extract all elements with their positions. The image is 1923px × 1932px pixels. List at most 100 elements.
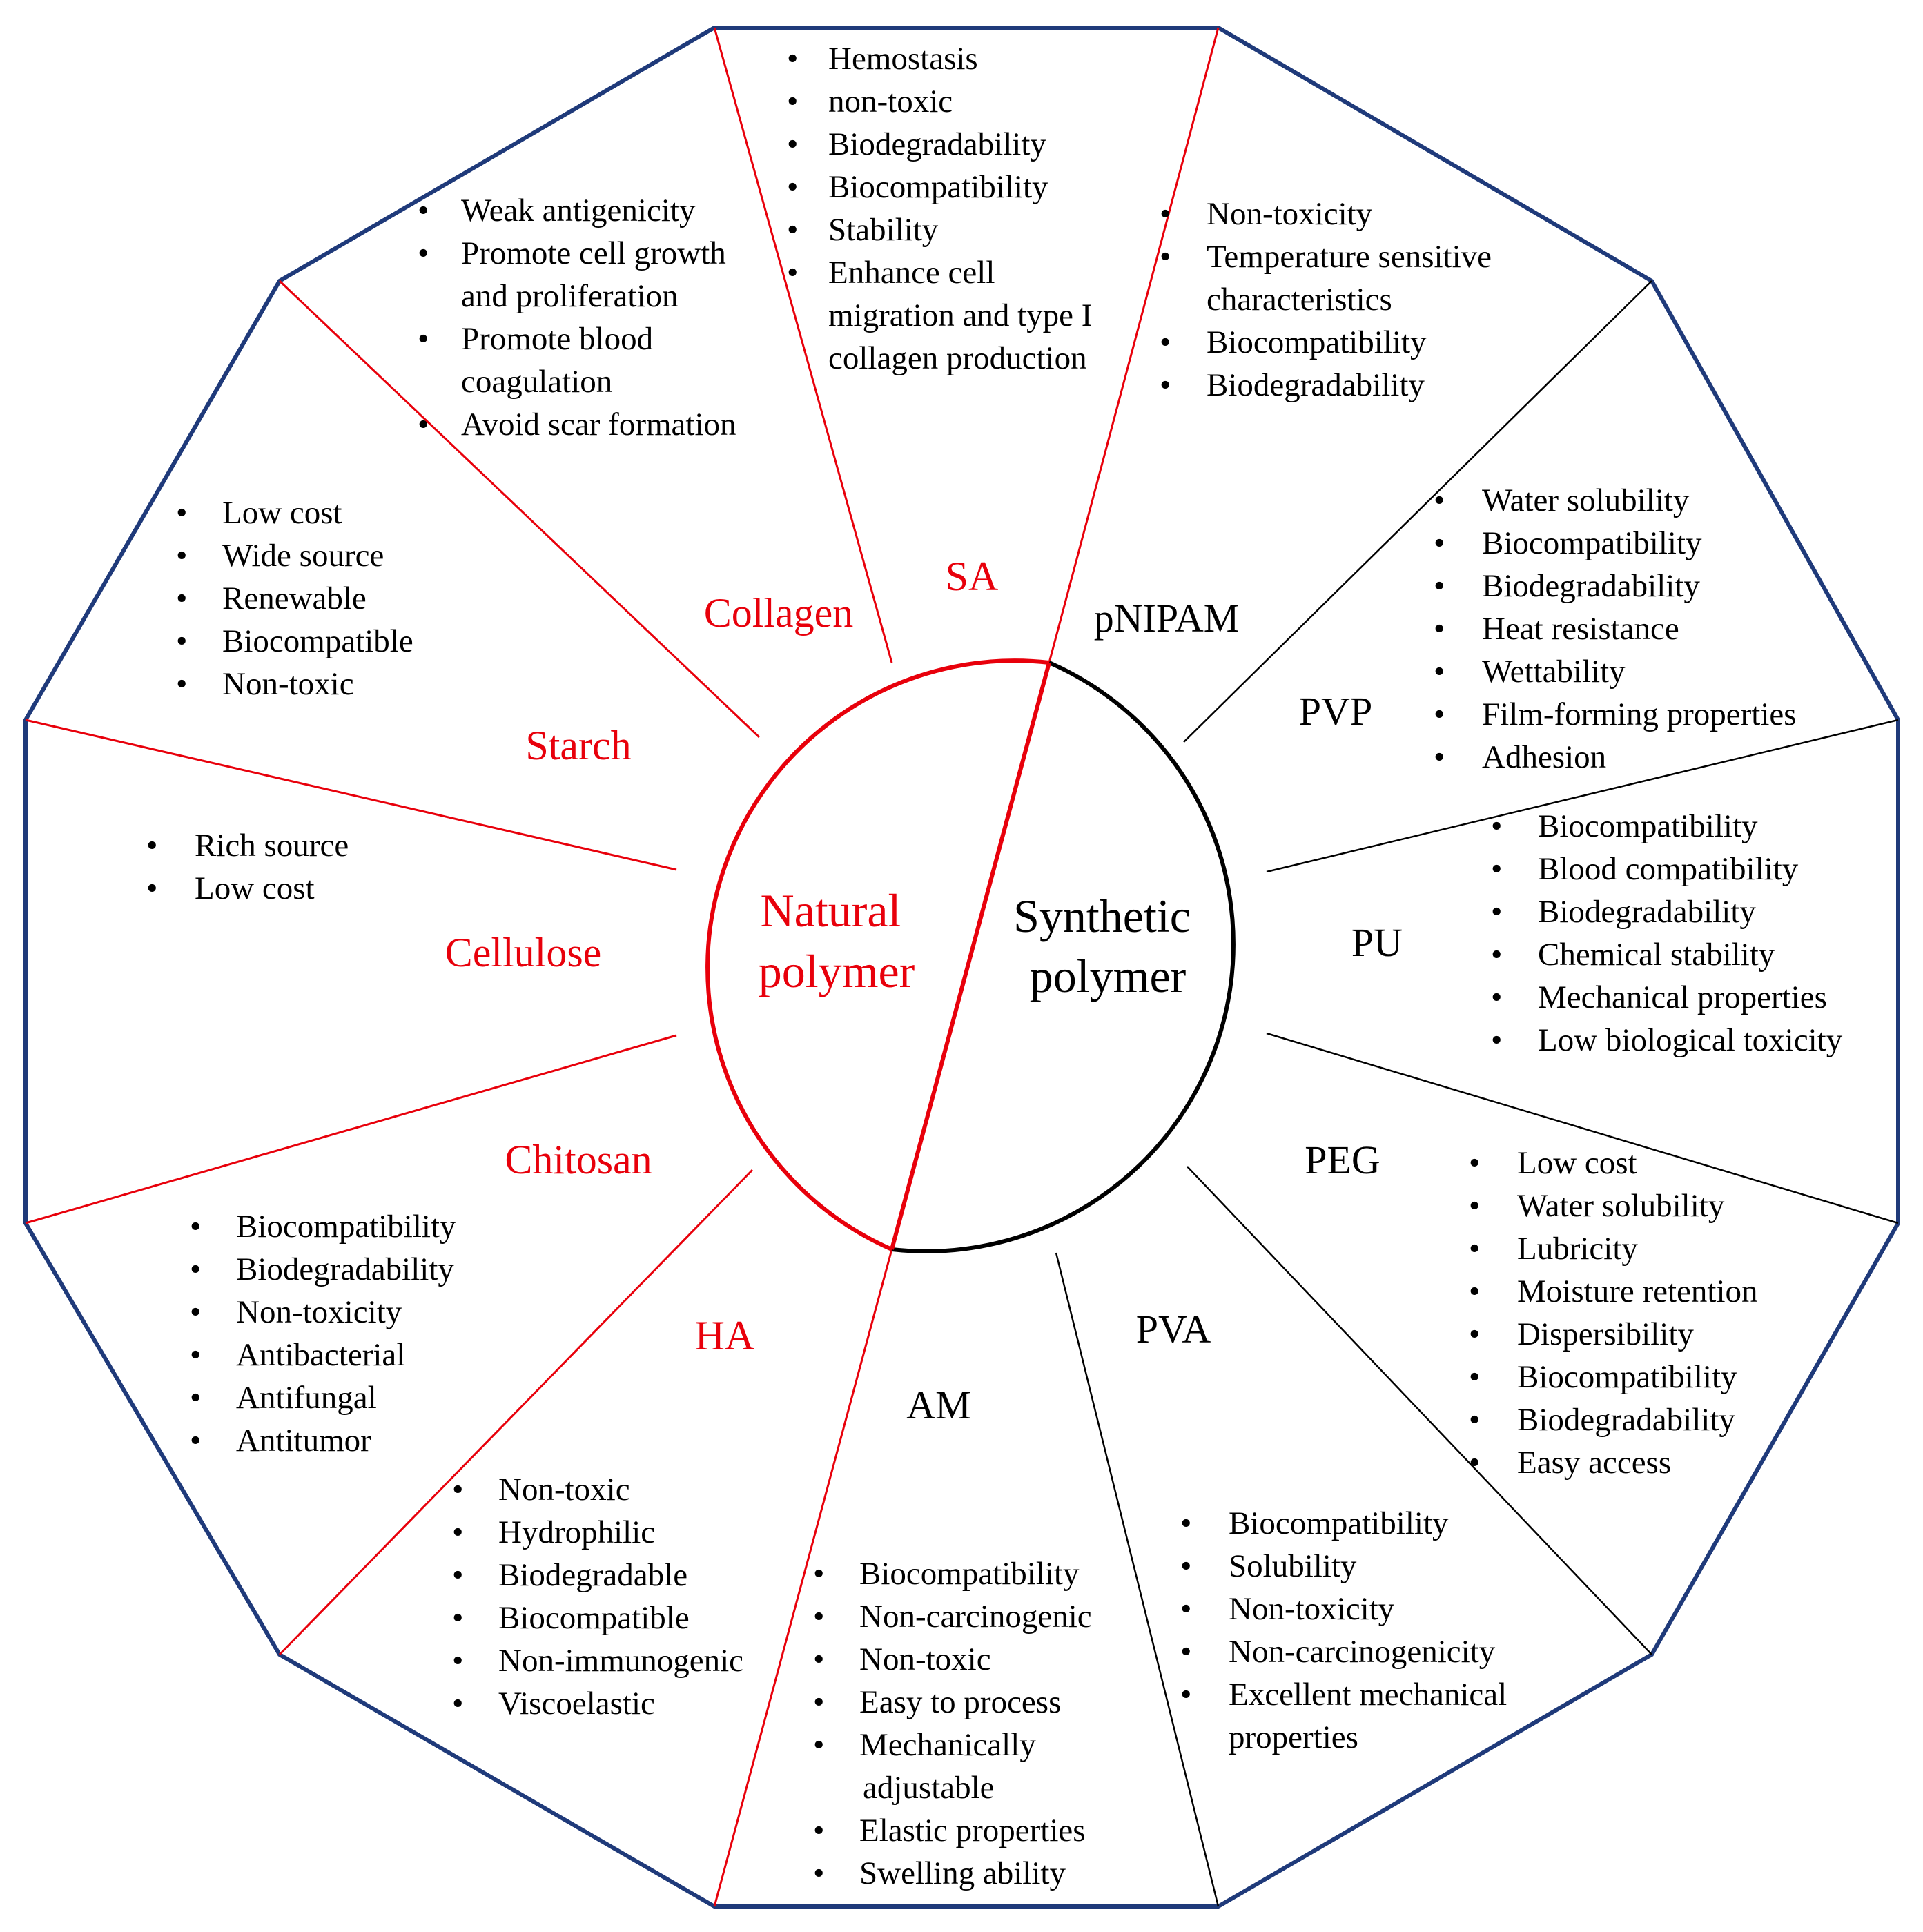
property-item: Wide source <box>222 538 384 574</box>
property-item: Biodegradable <box>498 1557 687 1593</box>
property-item: Biodegradability <box>828 126 1046 162</box>
bullet-icon: • <box>452 1472 463 1507</box>
synthetic-polymer-line2: polymer <box>1030 950 1187 1002</box>
bullet-icon: • <box>176 538 187 574</box>
center-circle-divider <box>890 662 1051 1250</box>
property-item: Antibacterial <box>236 1337 405 1373</box>
property-item: Avoid scar formation <box>461 407 736 442</box>
bullet-icon: • <box>190 1251 201 1287</box>
property-item: Biodegradability <box>236 1251 454 1287</box>
divider-cellulose-chitosan <box>25 1034 677 1224</box>
bullet-icon: • <box>813 1727 824 1763</box>
property-item: Biodegradability <box>1517 1402 1735 1438</box>
bullet-icon: • <box>190 1337 201 1373</box>
property-item: Biocompatibility <box>1517 1359 1737 1395</box>
bullet-icon: • <box>813 1684 824 1720</box>
property-item: Antitumor <box>236 1423 371 1458</box>
bullet-icon: • <box>813 1641 824 1677</box>
polymer-label-chitosan: Chitosan <box>505 1137 652 1182</box>
polymer-label-pu: PU <box>1351 920 1403 965</box>
bullet-icon: • <box>1180 1591 1191 1627</box>
polymer-label-pnipam: pNIPAM <box>1094 596 1240 641</box>
property-item: Water solubility <box>1517 1188 1725 1224</box>
bullet-icon: • <box>452 1643 463 1679</box>
property-list-starch: • Low cost • Wide source • Renewable • B… <box>176 495 413 702</box>
property-item: Biodegradability <box>1207 367 1425 403</box>
bullet-icon: • <box>176 666 187 702</box>
property-item: Elastic properties <box>859 1813 1086 1848</box>
bullet-icon: • <box>1434 611 1445 647</box>
property-item: Excellent mechanical <box>1229 1677 1507 1713</box>
bullet-icon: • <box>813 1599 824 1635</box>
divider-chitosan-ha <box>278 1169 754 1656</box>
property-item: Weak antigenicity <box>461 193 696 228</box>
synthetic-polymer-line1: Synthetic <box>1013 890 1191 942</box>
bullet-icon: • <box>1491 979 1502 1015</box>
property-item: and proliferation <box>461 278 679 314</box>
bullet-icon: • <box>190 1209 201 1245</box>
bullet-icon: • <box>787 212 798 248</box>
natural-polymer-line1: Natural <box>761 884 901 937</box>
property-item: Promote blood <box>461 321 653 357</box>
property-list-peg: • Low cost • Water solubility • Lubricit… <box>1469 1145 1758 1481</box>
property-item: Moisture retention <box>1517 1274 1758 1309</box>
polymer-label-cellulose: Cellulose <box>445 930 602 975</box>
bullet-icon: • <box>1160 239 1171 275</box>
polymer-label-collagen: Collagen <box>704 590 854 636</box>
bullet-icon: • <box>418 321 429 357</box>
bullet-icon: • <box>787 169 798 205</box>
property-item: Low cost <box>1517 1145 1637 1181</box>
polymer-label-starch: Starch <box>525 723 631 768</box>
property-item: Temperature sensitive <box>1207 239 1492 275</box>
bullet-icon: • <box>1180 1548 1191 1584</box>
bullet-icon: • <box>452 1686 463 1721</box>
property-item: Rich source <box>195 828 349 863</box>
property-item: properties <box>1229 1719 1358 1755</box>
bullet-icon: • <box>1434 568 1445 604</box>
bullet-icon: • <box>1180 1677 1191 1713</box>
bullet-icon: • <box>1469 1402 1480 1438</box>
bullet-icon: • <box>176 495 187 531</box>
property-item: Biocompatible <box>498 1600 690 1636</box>
bullet-icon: • <box>813 1556 824 1592</box>
svg-text:Natural polymer: Natural polymer <box>759 884 915 997</box>
divider-pva-peg <box>1187 1166 1652 1655</box>
property-list-pvp: • Water solubility • Biocompatibility • … <box>1434 482 1797 775</box>
bullet-icon: • <box>1434 654 1445 690</box>
property-item: Easy access <box>1517 1445 1671 1481</box>
property-lists: • Hemostasis • non-toxic • Biodegradabil… <box>146 41 1843 1891</box>
bullet-icon: • <box>1469 1188 1480 1224</box>
polymer-label-sa: SA <box>946 554 999 599</box>
property-item: Easy to process <box>859 1684 1061 1720</box>
bullet-icon: • <box>146 870 157 906</box>
bullet-icon: • <box>1491 808 1502 844</box>
property-list-collagen: • Weak antigenicity • Promote cell growt… <box>418 193 736 442</box>
polymer-label-ha: HA <box>695 1313 755 1358</box>
svg-text:Synthetic polymer: Synthetic polymer <box>1013 890 1202 1002</box>
property-item: Biocompatibility <box>828 169 1048 205</box>
center-circle: Natural polymer Synthetic polymer <box>705 658 1236 1253</box>
center-circle-synthetic-half <box>891 661 1236 1253</box>
property-list-cellulose: • Rich source • Low cost <box>146 828 349 906</box>
property-item: Biocompatibility <box>236 1209 456 1245</box>
property-item: Viscoelastic <box>498 1686 655 1721</box>
property-item: Antifungal <box>236 1380 377 1416</box>
property-item: Biocompatibility <box>1207 324 1427 360</box>
property-item: Enhance cell <box>828 255 995 291</box>
bullet-icon: • <box>1180 1505 1191 1541</box>
property-item: Non-carcinogenic <box>859 1599 1092 1635</box>
bullet-icon: • <box>1469 1145 1480 1181</box>
natural-polymer-line2: polymer <box>759 945 915 997</box>
property-item: collagen production <box>828 340 1087 376</box>
center-circle-natural-half <box>705 658 1050 1251</box>
bullet-icon: • <box>1180 1634 1191 1670</box>
bullet-icon: • <box>1491 894 1502 930</box>
property-item: coagulation <box>461 364 612 400</box>
bullet-icon: • <box>787 84 798 119</box>
polymer-label-pva: PVA <box>1136 1307 1211 1352</box>
property-item: characteristics <box>1207 282 1392 318</box>
property-item: Mechanical properties <box>1538 979 1827 1015</box>
property-item: Dispersibility <box>1517 1316 1694 1352</box>
property-item: Lubricity <box>1517 1231 1638 1267</box>
bullet-icon: • <box>1434 739 1445 775</box>
